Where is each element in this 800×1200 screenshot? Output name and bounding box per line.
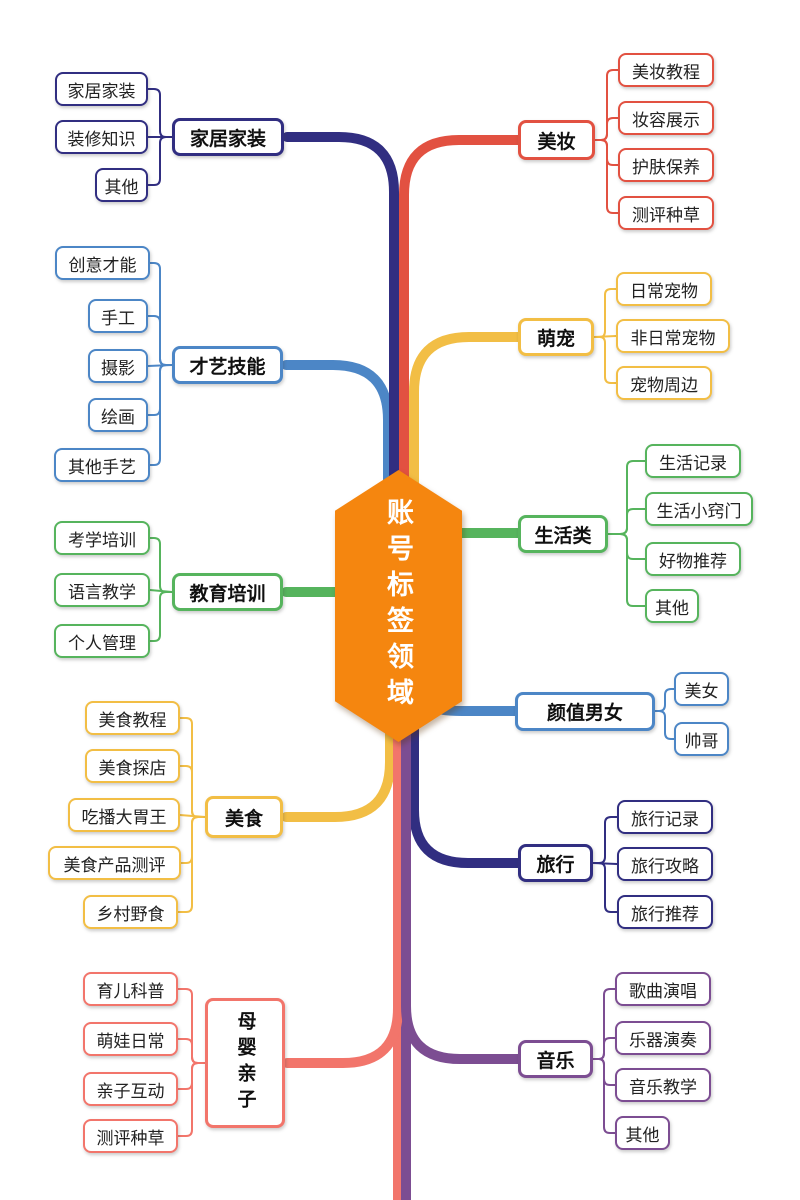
talent-skills-child-2[interactable]: 摄影 [88,349,148,383]
branch-line-talent-skills [281,360,393,545]
child-connector [654,688,675,712]
branch-line-music [401,675,525,1064]
center-hexagon: 账号标签领域 [335,470,462,742]
music-child-1[interactable]: 乐器演奏 [615,1021,711,1055]
beauty-branch[interactable]: 美妆 [518,120,595,160]
cute-pets-branch[interactable]: 萌宠 [518,318,594,356]
child-connector [177,816,206,913]
good-looking-branch[interactable]: 颜值男女 [515,692,655,731]
mother-baby-child-3[interactable]: 测评种草 [83,1119,178,1153]
travel-child-1[interactable]: 旅行攻略 [617,847,713,881]
food-child-0[interactable]: 美食教程 [85,701,180,735]
beauty-child-3[interactable]: 测评种草 [618,196,714,230]
beauty-child-0[interactable]: 美妆教程 [618,53,714,87]
music-child-2[interactable]: 音乐教学 [615,1068,711,1102]
branch-line-mother-baby [282,675,403,1068]
child-connector [592,1037,616,1060]
child-connector [592,1058,616,1134]
child-connector [149,364,173,466]
education-child-1[interactable]: 语言教学 [54,573,150,607]
music-branch[interactable]: 音乐 [518,1040,593,1078]
education-branch[interactable]: 教育培训 [172,573,283,611]
education-child-0[interactable]: 考学培训 [54,521,150,555]
travel-child-2[interactable]: 旅行推荐 [617,895,713,929]
mother-baby-child-1[interactable]: 萌娃日常 [83,1022,178,1056]
child-connector [149,537,173,593]
child-connector [177,1062,206,1137]
food-branch[interactable]: 美食 [205,796,283,838]
cute-pets-child-1[interactable]: 非日常宠物 [616,319,730,353]
child-connector [607,533,646,607]
mother-baby-child-0[interactable]: 育儿科普 [83,972,178,1006]
branch-line-food [281,675,395,822]
music-child-0[interactable]: 歌曲演唱 [615,972,711,1006]
food-child-4[interactable]: 乡村野食 [83,895,178,929]
good-looking-child-1[interactable]: 帅哥 [674,722,729,756]
lifestyle-child-2[interactable]: 好物推荐 [645,542,741,576]
child-connector [147,88,173,138]
cute-pets-child-0[interactable]: 日常宠物 [616,272,712,306]
center-label: 账号标签领域 [383,498,413,714]
child-connector [654,710,675,740]
lifestyle-branch[interactable]: 生活类 [518,515,608,553]
center-node[interactable]: 账号标签领域 [335,470,462,742]
education-child-2[interactable]: 个人管理 [54,624,150,658]
talent-skills-child-4[interactable]: 其他手艺 [54,448,150,482]
branch-line-beauty [399,135,525,545]
branch-line-home-decor [282,132,399,545]
food-child-1[interactable]: 美食探店 [85,749,180,783]
food-child-2[interactable]: 吃播大胃王 [68,798,180,832]
beauty-child-1[interactable]: 妆容展示 [618,101,714,135]
food-child-3[interactable]: 美食产品测评 [48,846,181,880]
music-child-3[interactable]: 其他 [615,1116,670,1150]
travel-branch[interactable]: 旅行 [518,844,593,882]
lifestyle-child-0[interactable]: 生活记录 [645,444,741,478]
good-looking-child-0[interactable]: 美女 [674,672,729,706]
home-decor-branch[interactable]: 家居家装 [172,118,284,156]
lifestyle-child-3[interactable]: 其他 [645,589,699,623]
home-decor-child-1[interactable]: 装修知识 [55,120,148,154]
talent-skills-child-3[interactable]: 绘画 [88,398,148,432]
home-decor-child-0[interactable]: 家居家装 [55,72,148,106]
child-connector [593,336,617,384]
child-connector [593,288,617,338]
child-connector [147,315,173,366]
child-connector [607,508,646,535]
child-connector [177,1038,206,1064]
talent-skills-branch[interactable]: 才艺技能 [172,346,283,384]
child-connector [149,591,173,642]
talent-skills-child-0[interactable]: 创意才能 [55,246,150,280]
travel-child-0[interactable]: 旅行记录 [617,800,713,834]
cute-pets-child-2[interactable]: 宠物周边 [616,366,712,400]
branch-line-cute-pets [409,332,525,545]
mother-baby-child-2[interactable]: 亲子互动 [83,1072,178,1106]
child-connector [592,816,618,864]
talent-skills-child-1[interactable]: 手工 [88,299,148,333]
child-connector [594,139,619,214]
child-connector [594,117,619,141]
beauty-child-2[interactable]: 护肤保养 [618,148,714,182]
child-connector [592,862,618,913]
lifestyle-child-1[interactable]: 生活小窍门 [645,492,753,526]
home-decor-child-2[interactable]: 其他 [95,168,148,202]
branch-line-travel [409,675,525,868]
mother-baby-branch[interactable]: 母婴亲子 [205,998,285,1128]
child-connector [147,136,173,186]
child-connector [179,765,206,818]
